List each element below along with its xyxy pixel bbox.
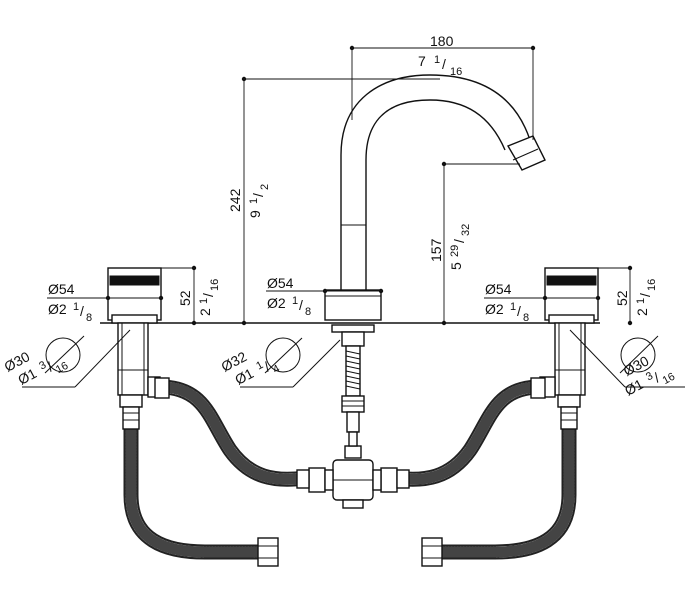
right-handle-height-in: 2 xyxy=(634,308,650,316)
svg-text:/: / xyxy=(451,239,467,243)
total-height-frac-den: 2 xyxy=(259,184,271,190)
left-handle-height-frac-den: 16 xyxy=(209,279,221,291)
left-hole-dia-frac-den: 16 xyxy=(54,360,70,376)
left-handle-band xyxy=(109,275,160,286)
spout-reach-frac-num: 1 xyxy=(434,54,440,66)
left-handle-valve xyxy=(107,267,162,430)
right-hole-dia-frac-den: 16 xyxy=(661,371,677,387)
left-handle-height-mm: 52 xyxy=(177,290,193,306)
hole-callouts xyxy=(22,329,685,388)
spout-base xyxy=(324,289,382,321)
svg-text:/: / xyxy=(299,297,303,313)
right-handle-height-mm: 52 xyxy=(614,290,630,306)
svg-text:/: / xyxy=(637,293,653,297)
right-valve-body xyxy=(554,322,586,396)
right-handle-height-frac-den: 16 xyxy=(646,279,658,291)
center-base-dia-frac-num: 1 xyxy=(292,295,298,307)
spout-reach-in: 7 xyxy=(418,53,426,69)
left-handle-height-in: 2 xyxy=(197,308,213,316)
svg-text:/: / xyxy=(651,369,662,385)
center-hole-dia-in: Ø1 xyxy=(232,365,256,388)
total-height-frac-num: 1 xyxy=(248,198,260,204)
spout-reach-mm: 180 xyxy=(430,33,454,49)
total-height-in: 9 xyxy=(247,210,263,218)
svg-text:/: / xyxy=(200,293,216,297)
tee-connector xyxy=(308,459,398,509)
dimension-lines xyxy=(47,45,633,326)
left-handle-height-frac-num: 1 xyxy=(198,298,210,304)
left-handle-dia-frac-den: 8 xyxy=(86,312,92,324)
total-height-mm: 242 xyxy=(227,188,243,212)
right-handle-dia-in: Ø2 xyxy=(485,301,504,317)
spout xyxy=(324,74,546,321)
center-base-dia-frac-den: 8 xyxy=(305,306,311,318)
center-base-dia-in: Ø2 xyxy=(267,295,286,311)
hose-fittings xyxy=(154,377,546,567)
right-hole-dia-in: Ø1 xyxy=(622,376,646,399)
svg-text:/: / xyxy=(261,359,272,375)
left-hole-dia-frac-num: 3 xyxy=(37,359,48,372)
right-hole-dia-frac-num: 3 xyxy=(644,370,655,383)
spout-aerator xyxy=(506,135,546,171)
center-base-dia-mm: Ø54 xyxy=(267,275,294,291)
center-shank xyxy=(331,324,375,459)
spout-height-frac-den: 32 xyxy=(460,224,472,236)
center-hole-dia-frac-den: 4 xyxy=(271,363,282,376)
right-handle-dia-frac-den: 8 xyxy=(523,312,529,324)
spout-height-frac-num: 29 xyxy=(449,245,461,257)
right-handle-height-frac-num: 1 xyxy=(635,298,647,304)
right-handle-valve xyxy=(539,267,599,430)
right-valve-nut xyxy=(560,406,578,430)
svg-text:/: / xyxy=(442,56,446,72)
svg-text:/: / xyxy=(44,359,55,375)
right-handle-dia-mm: Ø54 xyxy=(485,281,512,297)
center-hole-dia-frac-num: 1 xyxy=(254,359,265,372)
svg-text:/: / xyxy=(517,303,521,319)
svg-text:/: / xyxy=(80,303,84,319)
right-handle-dia-frac-num: 1 xyxy=(510,301,516,313)
right-handle-band xyxy=(546,275,597,286)
flex-hoses xyxy=(123,379,577,560)
spout-reach-frac-den: 16 xyxy=(450,66,462,78)
left-handle-dia-mm: Ø54 xyxy=(48,281,75,297)
left-handle-dia-in: Ø2 xyxy=(48,301,67,317)
spout-height-in: 5 xyxy=(448,262,464,270)
left-handle-dia-frac-num: 1 xyxy=(73,301,79,313)
left-valve-nut xyxy=(122,406,140,430)
spout-height-mm: 157 xyxy=(428,238,444,262)
left-hole-dia-in: Ø1 xyxy=(15,365,39,388)
svg-text:/: / xyxy=(250,193,266,197)
